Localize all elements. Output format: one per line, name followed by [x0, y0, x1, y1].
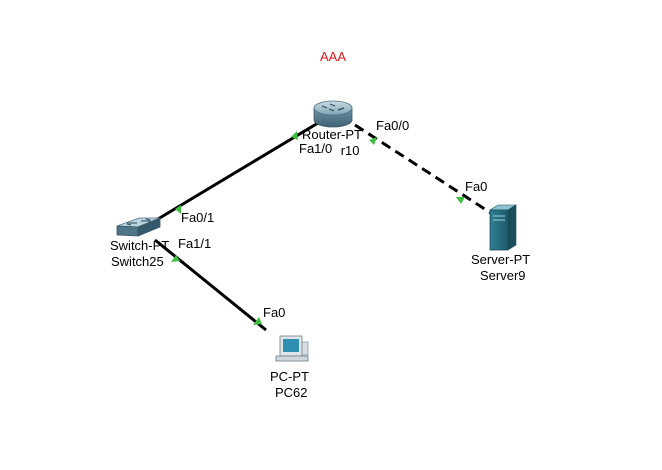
server-icon[interactable] [488, 204, 518, 251]
link-router-switch[interactable] [147, 121, 319, 227]
switch-name-label: Switch25 [111, 254, 164, 269]
port-led-pc-fa0 [253, 317, 262, 325]
port-led-switch-fa0-1 [175, 205, 181, 214]
router-port-fa0-0: Fa0/0 [376, 118, 409, 133]
server-name-label: Server9 [480, 268, 526, 283]
workspace-note[interactable]: AAA [320, 49, 346, 64]
link-switch-pc[interactable] [154, 238, 267, 332]
port-led-router-fa1-0 [291, 131, 298, 140]
port-led-switch-fa1-1 [171, 255, 180, 262]
router-port-fa1-0-bg [298, 140, 340, 155]
switch-type-label: Switch-PT [110, 238, 169, 253]
pc-icon[interactable] [275, 335, 309, 362]
pc-name-label: PC62 [275, 385, 308, 400]
server-type-label: Server-PT [471, 252, 530, 267]
link-router-server[interactable] [354, 123, 495, 217]
server-port-fa0: Fa0 [465, 179, 487, 194]
router-icon[interactable] [313, 100, 353, 128]
port-led-router-fa0-0 [369, 137, 377, 145]
pc-type-label: PC-PT [270, 369, 309, 384]
switch-port-fa1-1: Fa1/1 [178, 236, 211, 251]
pc-port-fa0: Fa0 [263, 305, 285, 320]
router-type-label: Router-PT [302, 127, 362, 142]
switch-icon[interactable] [116, 217, 161, 237]
port-led-server-fa0 [456, 197, 465, 204]
switch-port-fa0-1: Fa0/1 [181, 210, 214, 225]
router-port-fa1-0: Fa1/0 [299, 141, 332, 156]
